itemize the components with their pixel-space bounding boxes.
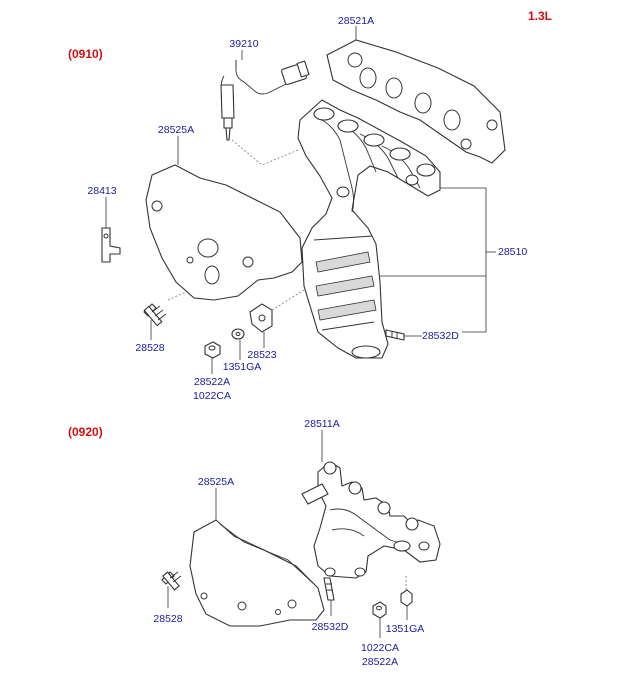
stay-drawing <box>249 303 273 333</box>
label-nut-28522a-top: 28522A <box>194 376 230 388</box>
label-heat-protector-28525a-top: 28525A <box>158 124 194 136</box>
label-stay-28523: 28523 <box>247 349 276 361</box>
heat-protector-top-drawing <box>145 164 303 301</box>
nut-1351ga-bottom-drawing <box>400 589 413 607</box>
label-manifold-assembly-28510: 28510 <box>498 246 527 258</box>
nut-28522a-bottom-drawing <box>372 601 387 619</box>
label-washer-1022ca-top: 1022CA <box>193 390 231 402</box>
stud-top-drawing <box>385 329 405 341</box>
dashed-guide-bolt-top <box>167 291 187 301</box>
label-manifold-28511a: 28511A <box>304 418 339 430</box>
bracket-drawing <box>101 227 121 263</box>
label-stud-28532d-bottom: 28532D <box>312 621 349 633</box>
label-nut-1351ga-bottom: 1351GA <box>386 623 425 635</box>
heat-protector-bottom-drawing <box>189 519 325 627</box>
label-bracket-28413: 28413 <box>87 185 116 197</box>
section-code-top: (0910) <box>68 47 103 61</box>
manifold-catalyst-top-drawing <box>297 99 441 359</box>
label-stud-28532d-top: 28532D <box>422 330 459 342</box>
dashed-guide-sensor <box>231 139 299 166</box>
dashed-guide-stay <box>271 289 305 311</box>
label-washer-1022ca-bottom: 1022CA <box>361 642 399 654</box>
nut-1351ga-top-drawing <box>231 328 245 340</box>
label-gasket-28521a: 28521A <box>338 15 374 27</box>
section-code-bottom: (0920) <box>68 425 103 439</box>
bolt-top-drawing <box>143 303 167 327</box>
leader-bracket-28510 <box>440 187 487 333</box>
label-bolt-28528-top: 28528 <box>135 342 164 354</box>
exhaust-gasket-drawing <box>326 39 506 164</box>
label-bolt-28528-bottom: 28528 <box>153 613 182 625</box>
engine-label: 1.3L <box>528 9 552 23</box>
manifold-bottom-drawing <box>301 461 441 579</box>
nut-28522a-top-drawing <box>204 341 221 359</box>
stud-bottom-drawing <box>323 577 335 601</box>
oxygen-sensor-drawing <box>220 60 310 141</box>
label-o2-sensor-39210: 39210 <box>229 38 258 50</box>
bolt-bottom-drawing <box>161 571 182 591</box>
label-nut-28522a-bottom: 28522A <box>362 656 398 668</box>
label-nut-1351ga-top: 1351GA <box>223 361 262 373</box>
label-heat-protector-28525a-bottom: 28525A <box>198 476 234 488</box>
